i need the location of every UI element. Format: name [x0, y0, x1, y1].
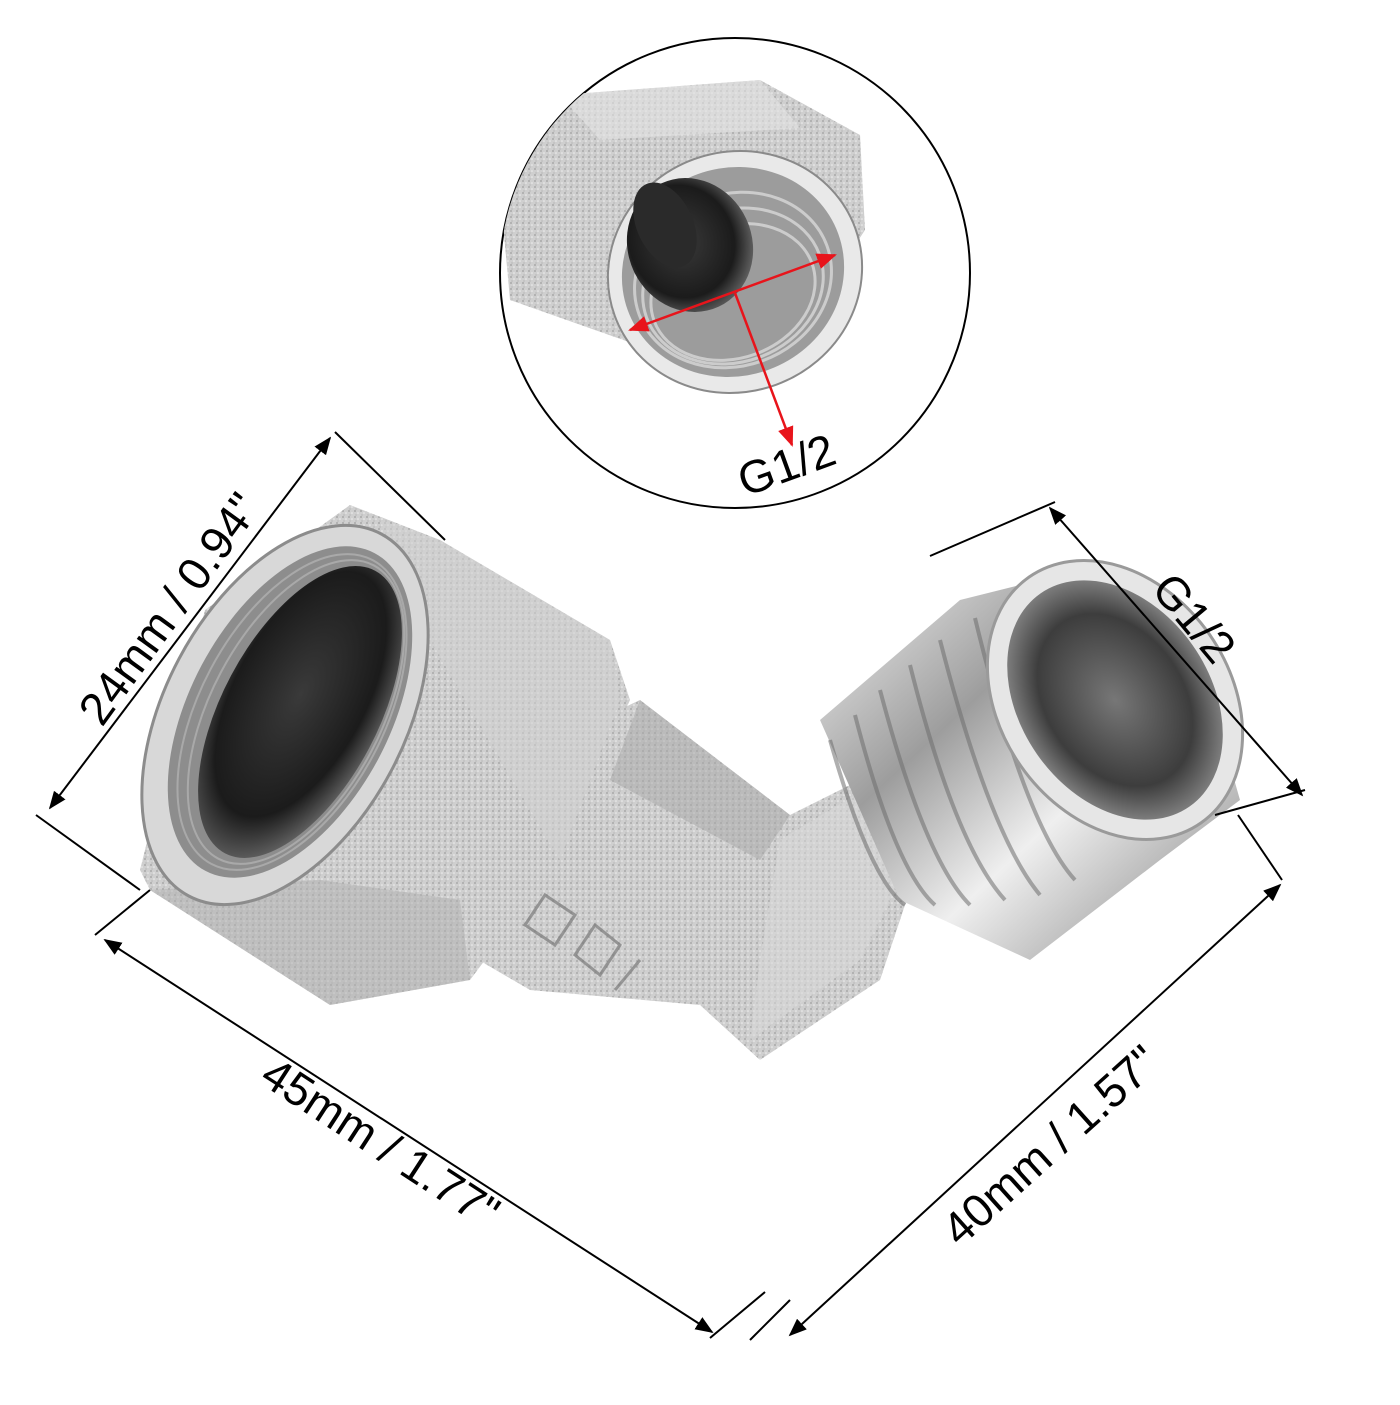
inset-leader-arrow: [733, 292, 794, 447]
elbow-fitting-image: [140, 505, 1245, 1060]
length-male-label: 40mm / 1.57": [932, 1035, 1169, 1256]
length-female-label: 45mm / 1.77": [253, 1047, 509, 1239]
inset-diameter-arrow: [628, 253, 837, 332]
male-thread: [820, 559, 1245, 960]
inset-closeup: G1/2: [499, 37, 971, 509]
